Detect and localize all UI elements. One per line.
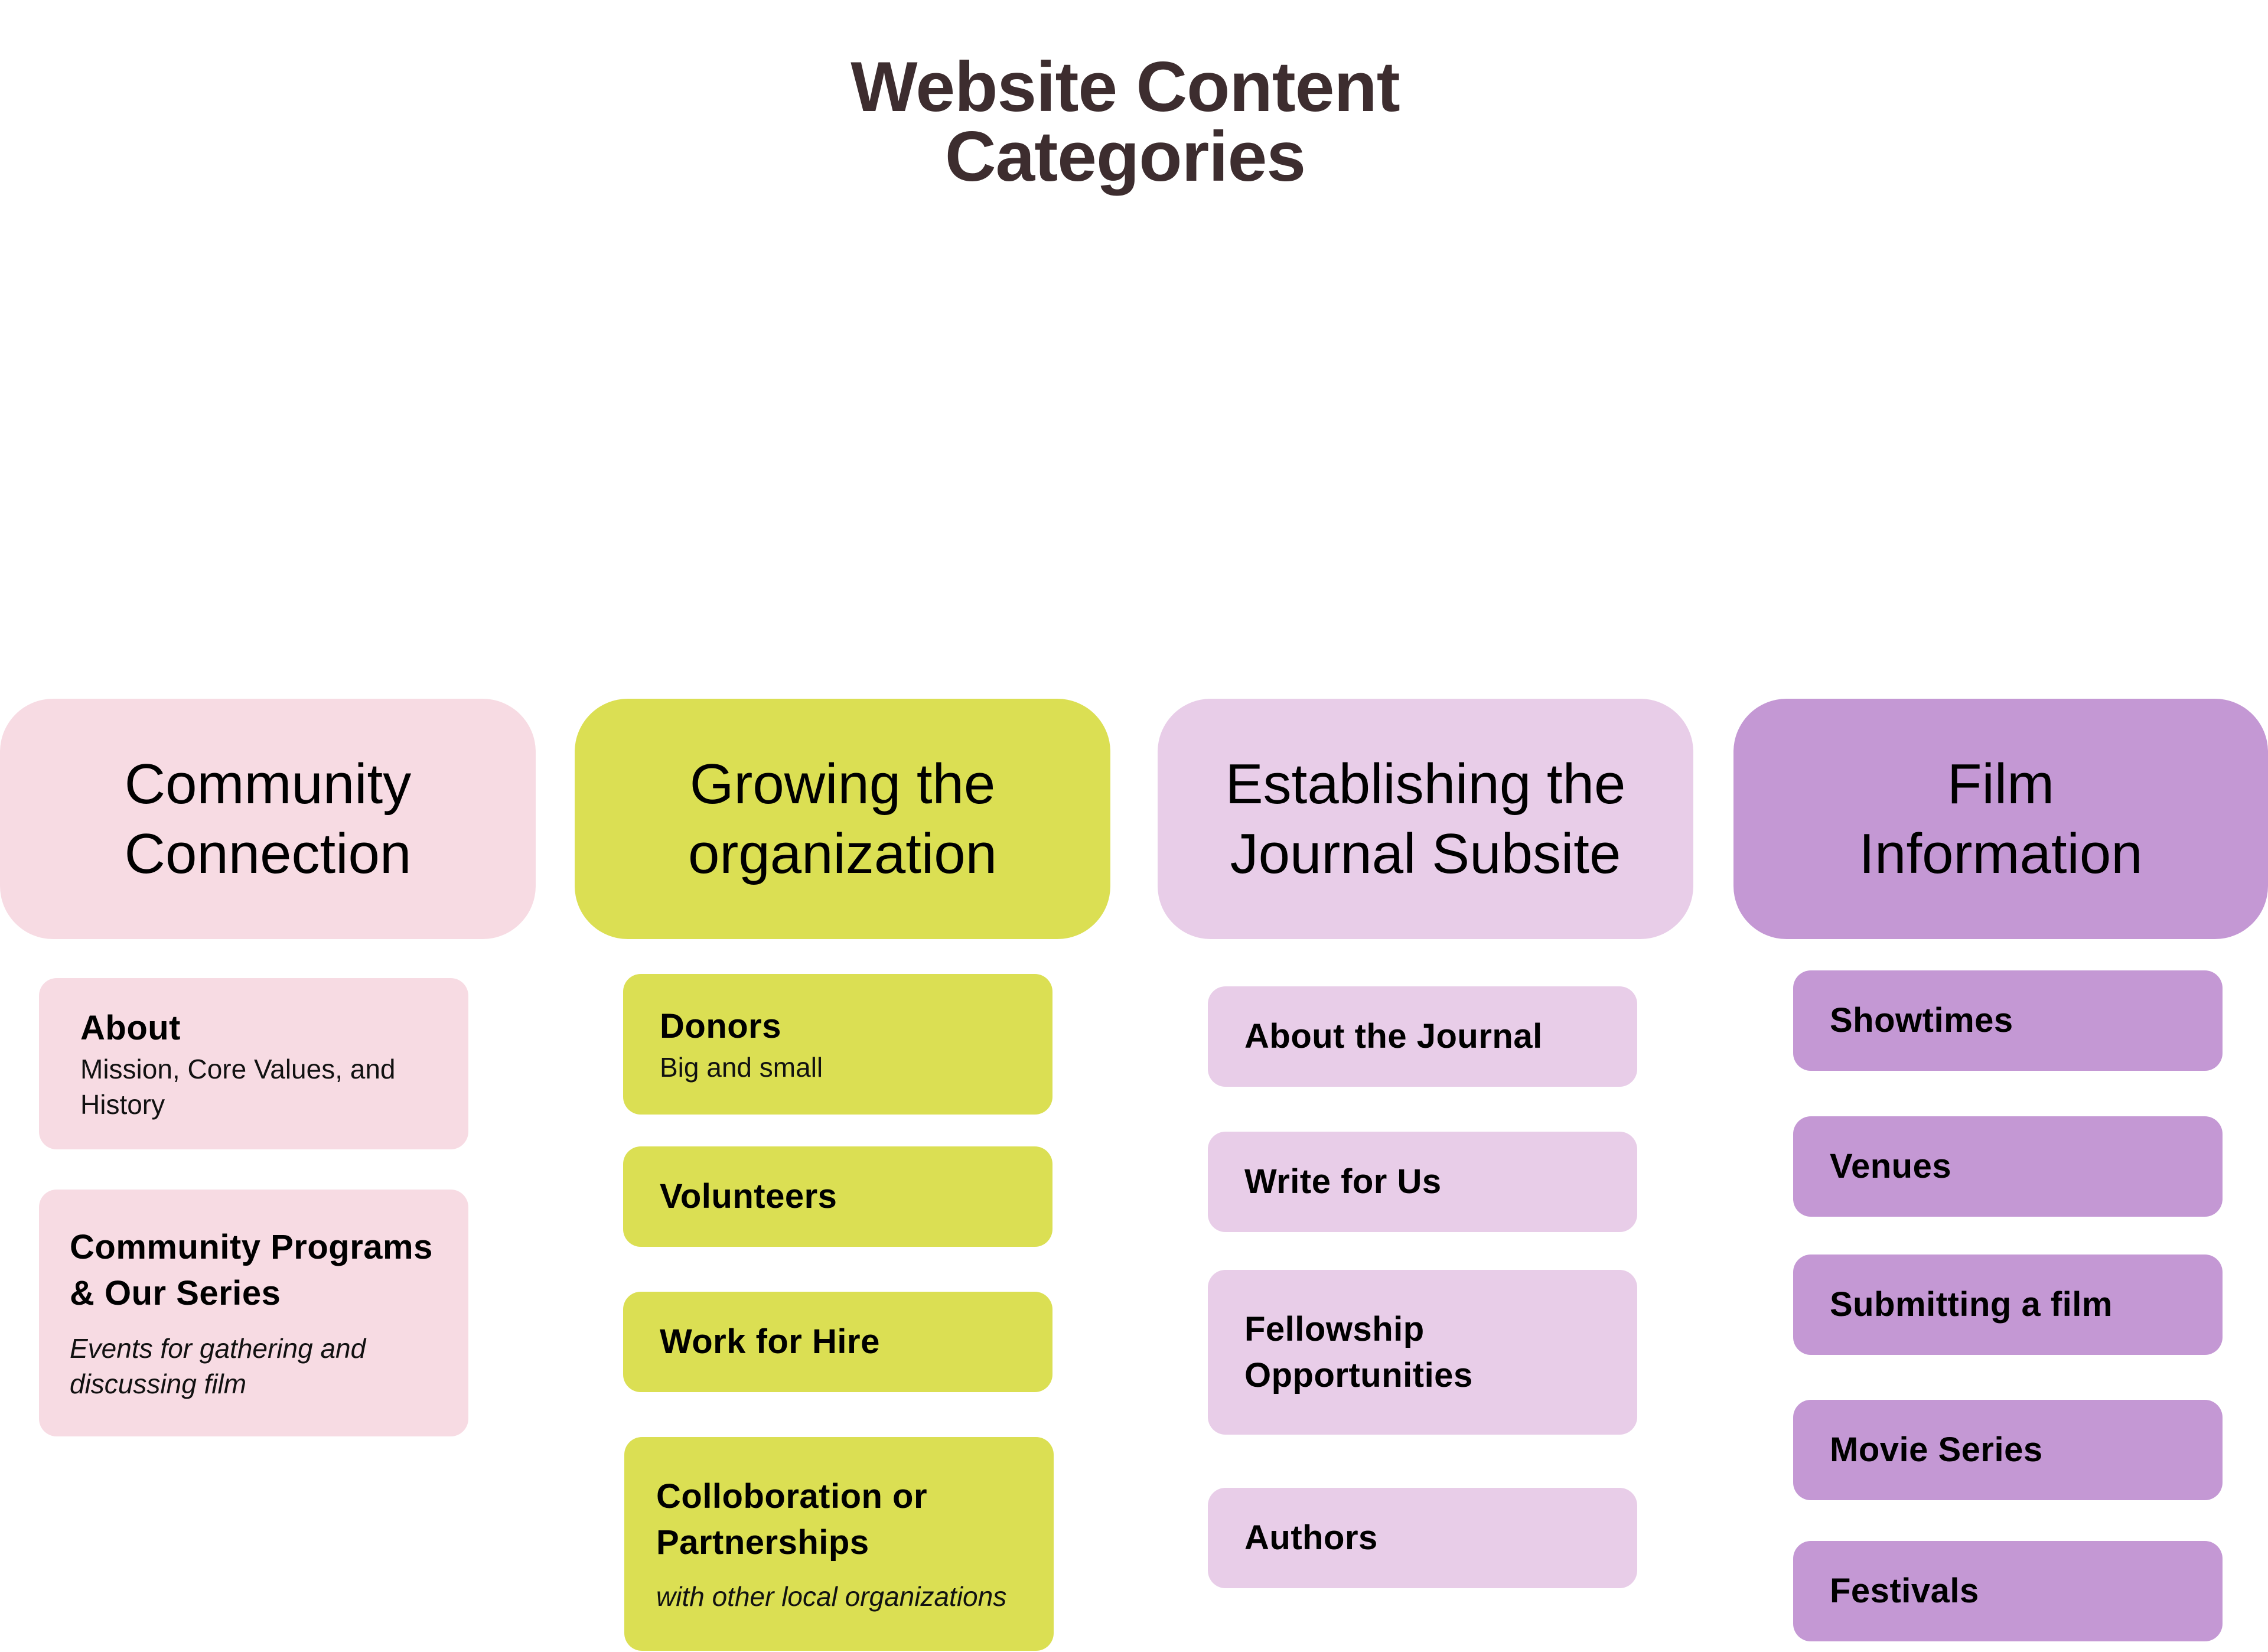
content-card-subtitle: with other local organizations xyxy=(656,1581,1007,1612)
content-card-collaboration: Colloboration or Partnerships with other… xyxy=(624,1437,1054,1651)
category-header-line-2: Connection xyxy=(124,822,412,885)
content-card-venues: Venues xyxy=(1793,1116,2223,1217)
category-header-film-information: Film Information xyxy=(1733,699,2268,939)
content-card-title: Fellowship Opportunities xyxy=(1244,1309,1473,1394)
content-card-title: Volunteers xyxy=(660,1177,838,1216)
content-card-title: Showtimes xyxy=(1830,1001,2013,1040)
content-card-title: About xyxy=(80,1009,181,1047)
content-card-community-programs: Community Programs & Our Series Events f… xyxy=(39,1190,468,1436)
category-header-journal-subsite: Establishing the Journal Subsite xyxy=(1158,699,1693,939)
content-card-subtitle: Big and small xyxy=(660,1052,823,1083)
content-card-fellowship: Fellowship Opportunities xyxy=(1208,1270,1637,1435)
content-card-authors: Authors xyxy=(1208,1488,1637,1588)
content-card-title: About the Journal xyxy=(1244,1017,1543,1055)
content-card-title: Festivals xyxy=(1830,1572,1979,1610)
content-card-title: Movie Series xyxy=(1830,1431,2043,1469)
content-card-title: Write for Us xyxy=(1244,1162,1442,1201)
content-card-write-for-us: Write for Us xyxy=(1208,1132,1637,1232)
category-header-line-2: Journal Subsite xyxy=(1230,822,1621,885)
content-card-title: Donors xyxy=(660,1007,781,1045)
content-card-work-for-hire: Work for Hire xyxy=(623,1292,1052,1392)
content-card-subtitle: Mission, Core Values, and History xyxy=(80,1054,396,1120)
category-header-line-2: Information xyxy=(1859,822,2143,885)
content-card-festivals: Festivals xyxy=(1793,1541,2223,1641)
content-card-title: Community Programs & Our Series xyxy=(70,1228,433,1312)
content-card-showtimes: Showtimes xyxy=(1793,970,2223,1071)
content-card-subtitle: Events for gathering and discussing film xyxy=(70,1333,366,1399)
content-card-title: Venues xyxy=(1830,1147,1952,1185)
page-title-line-1: Website Content xyxy=(850,47,1400,126)
content-card-title: Work for Hire xyxy=(660,1322,880,1361)
category-header-growing-the-organization: Growing the organization xyxy=(575,699,1110,939)
category-header-line-1: Community xyxy=(124,752,412,816)
content-card-title: Authors xyxy=(1244,1519,1378,1557)
content-card-volunteers: Volunteers xyxy=(623,1146,1052,1247)
content-card-about: About Mission, Core Values, and History xyxy=(39,978,468,1149)
category-header-community-connection: Community Connection xyxy=(0,699,536,939)
category-header-line-1: Establishing the xyxy=(1225,752,1626,816)
content-card-about-the-journal: About the Journal xyxy=(1208,986,1637,1087)
category-header-line-1: Film xyxy=(1947,752,2055,816)
content-card-title: Colloboration or Partnerships xyxy=(656,1477,928,1562)
category-header-line-1: Growing the xyxy=(689,752,996,816)
page-title: Website Content Categories xyxy=(0,47,2250,196)
content-card-submitting-a-film: Submitting a film xyxy=(1793,1255,2223,1355)
category-header-line-2: organization xyxy=(687,822,998,885)
content-card-donors: Donors Big and small xyxy=(623,974,1052,1115)
content-card-movie-series: Movie Series xyxy=(1793,1400,2223,1500)
page-title-line-2: Categories xyxy=(944,117,1306,196)
content-card-title: Submitting a film xyxy=(1830,1285,2113,1324)
